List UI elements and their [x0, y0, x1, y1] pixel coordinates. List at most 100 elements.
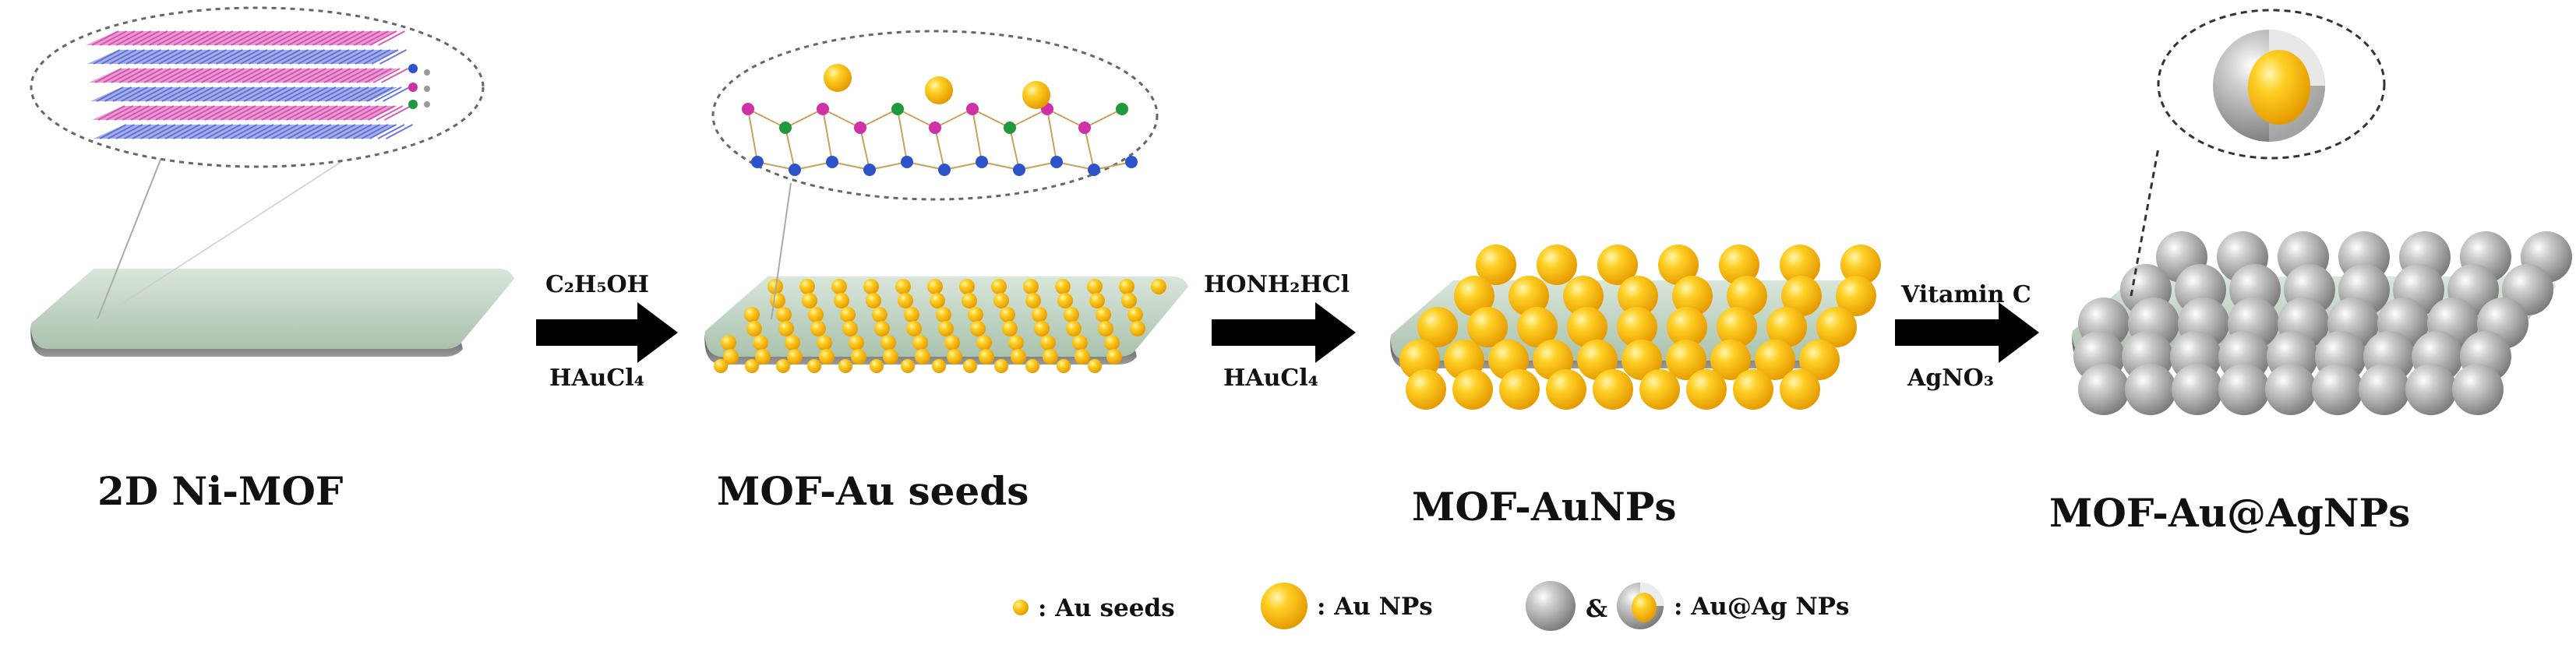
reagent-bottom-3: AgNO₃ — [1907, 364, 1994, 392]
au-seed — [904, 307, 919, 322]
au-np — [1517, 307, 1558, 347]
au-seed — [817, 335, 832, 350]
au-seed — [714, 359, 728, 373]
au-seed — [831, 279, 847, 294]
au-seed — [925, 76, 953, 104]
atom-key — [408, 64, 430, 109]
au-seed — [840, 307, 856, 322]
au-np — [1567, 307, 1607, 347]
au-seed — [991, 279, 1007, 294]
au-seed — [1025, 359, 1039, 373]
au-seed — [810, 321, 826, 336]
au-seed — [959, 279, 975, 294]
au-ag-np — [2312, 364, 2363, 415]
au-np — [1727, 276, 1767, 316]
coordination-network — [742, 64, 1138, 176]
au-seed — [938, 321, 954, 336]
au-seed — [838, 359, 852, 373]
au-np — [1476, 245, 1516, 285]
au-np — [1733, 369, 1773, 410]
au-ag-np — [2265, 364, 2317, 415]
au-seed — [1072, 335, 1088, 350]
stage-label-au-seeds: MOF-Au seeds — [717, 468, 1029, 514]
au-np — [1597, 245, 1638, 285]
au-np — [1639, 369, 1680, 410]
au-np — [1452, 369, 1493, 410]
au-np — [1666, 340, 1706, 380]
au-seed — [778, 321, 794, 336]
legend: : Au seeds : Au NPs & : Au@Ag NPs — [1013, 581, 1849, 631]
au-seed — [866, 293, 881, 308]
legend-ag-np-icon — [1526, 581, 1576, 631]
au-np — [1454, 276, 1494, 316]
au-np — [1686, 369, 1727, 410]
au-seed — [863, 279, 879, 294]
au-seed — [898, 293, 913, 308]
au-np — [1563, 276, 1604, 316]
au-seed — [1057, 293, 1073, 308]
au-np — [1799, 340, 1840, 380]
au-seed — [849, 335, 864, 350]
au-np — [1618, 276, 1658, 316]
au-seed — [723, 349, 739, 364]
au-seed — [808, 307, 824, 322]
legend-au-nps: : Au NPs — [1317, 593, 1433, 621]
au-seed — [1096, 307, 1111, 322]
au-seed — [1000, 307, 1015, 322]
au-seed — [930, 293, 945, 308]
stage-label-au-ag-nps: MOF-Au@AgNPs — [2049, 490, 2410, 536]
au-seed — [1066, 321, 1082, 336]
legend-au-ag-nps: : Au@Ag NPs — [1674, 593, 1849, 621]
au-np — [1499, 369, 1540, 410]
au-seed — [932, 359, 946, 373]
au-seed — [776, 307, 792, 322]
stage-label-ni-mof: 2D Ni-MOF — [97, 468, 343, 514]
arrow-step-1: C₂H₅OH HAuCl₄ — [536, 271, 678, 392]
au-ag-np — [2405, 364, 2457, 415]
au-seed — [753, 335, 768, 350]
au-seed — [1034, 321, 1050, 336]
au-seed — [802, 293, 817, 308]
au-seed — [1119, 279, 1134, 294]
au-seed — [874, 321, 890, 336]
au-seed — [1106, 349, 1122, 364]
reagent-top-1: C₂H₅OH — [545, 271, 649, 298]
au-seed — [880, 335, 896, 350]
au-np — [1593, 369, 1633, 410]
au-np — [1406, 369, 1446, 410]
stage-label-au-nps: MOF-AuNPs — [1412, 484, 1677, 530]
au-np — [1780, 245, 1820, 285]
legend-au-seeds: : Au seeds — [1038, 594, 1175, 622]
au-seed — [746, 321, 762, 336]
au-seed — [994, 359, 1008, 373]
au-seed — [819, 349, 835, 364]
au-seed — [745, 359, 759, 373]
au-seed — [970, 321, 986, 336]
au-np — [1537, 245, 1577, 285]
au-ag-np — [2452, 364, 2504, 415]
au-seed — [851, 349, 866, 364]
au-seed — [1130, 321, 1145, 336]
au-np — [1667, 307, 1707, 347]
arrow-step-3: Vitamin C AgNO₃ — [1895, 281, 2039, 392]
legend-au-np-icon — [1261, 583, 1307, 629]
au-seed — [1043, 349, 1058, 364]
au-np — [1781, 276, 1822, 316]
au-nanoparticles — [1399, 245, 1881, 410]
au-np — [1621, 340, 1662, 380]
au-ag-np — [2172, 364, 2223, 415]
reagent-top-2: HONH₂HCl — [1204, 271, 1350, 298]
au-seed — [993, 293, 1009, 308]
reagent-bottom-2: HAuCl₄ — [1223, 364, 1318, 392]
au-np — [1719, 245, 1759, 285]
au-seed — [1032, 307, 1047, 322]
au-seed — [976, 335, 992, 350]
au-seed — [1002, 321, 1018, 336]
au-seed — [912, 335, 928, 350]
au-seed — [770, 293, 785, 308]
au-np — [1509, 276, 1549, 316]
au-seed — [842, 321, 858, 336]
au-ag-nanoparticles — [2073, 231, 2572, 415]
au-seed — [936, 307, 951, 322]
